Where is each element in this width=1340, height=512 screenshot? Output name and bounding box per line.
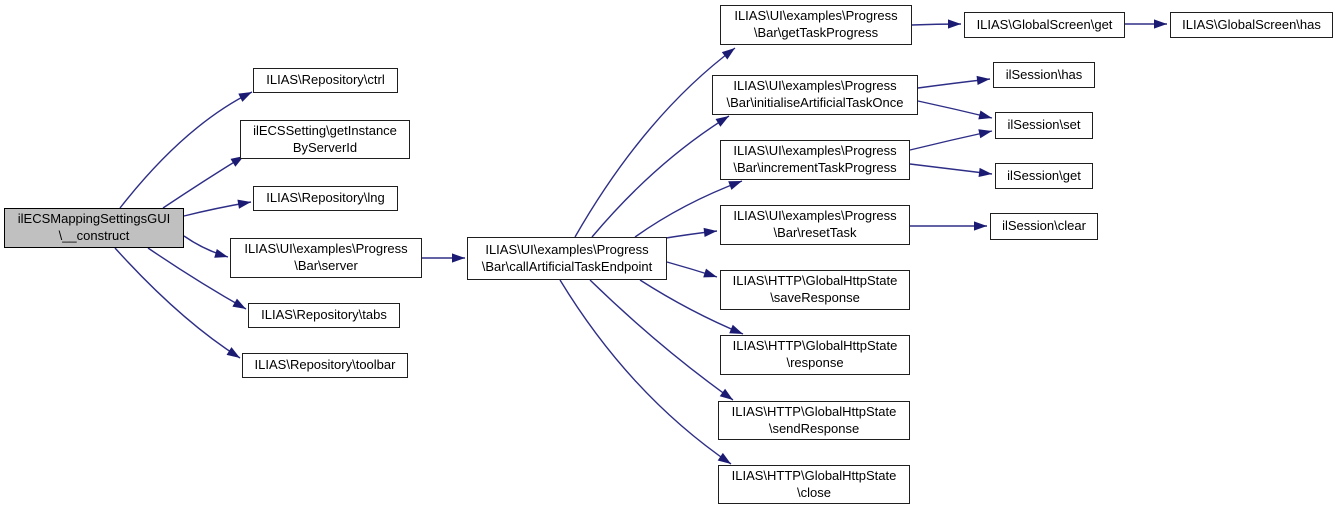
node-label-line: ILIAS\Repository\toolbar [254, 357, 396, 373]
node-label-line: ilSession\clear [1002, 218, 1086, 234]
graph-node-ctrl[interactable]: ILIAS\Repository\ctrl [253, 68, 398, 93]
node-label-line: \Bar\resetTask [773, 225, 857, 240]
arrowhead-initOnce-sessHas [976, 75, 990, 86]
node-label-line: ILIAS\UI\examples\Progress [733, 143, 897, 159]
arrowhead-server-callEndpoint [452, 253, 465, 263]
edge-construct-toolbar [114, 247, 241, 359]
edge-construct-getInst [162, 155, 245, 209]
node-label-line: ILIAS\HTTP\GlobalHttpState [732, 273, 898, 289]
node-label-line: ilSession\has [1005, 66, 1083, 82]
arrowhead-construct-tabs [232, 298, 246, 309]
node-label-line: ILIAS\GlobalScreen\has [1182, 16, 1321, 32]
node-label-line: \saveResponse [770, 290, 860, 305]
arrowhead-construct-lng [237, 199, 251, 209]
arrowhead-callEndpoint-increment [728, 181, 742, 190]
arrowhead-callEndpoint-getTask [721, 48, 735, 60]
graph-node-sessClear[interactable]: ilSession\clear [990, 213, 1098, 240]
arrowhead-initOnce-sessSet [978, 110, 992, 120]
edge-callEndpoint-sendResp [589, 279, 734, 401]
edge-callEndpoint-getTask [574, 47, 736, 238]
arrowhead-callEndpoint-saveResp [703, 268, 717, 278]
graph-node-lng[interactable]: ILIAS\Repository\lng [253, 186, 398, 211]
arrowhead-gsGet-gsHas [1154, 19, 1167, 29]
node-label-line: ilSession\set [1007, 117, 1081, 133]
node-label-line: ILIAS\HTTP\GlobalHttpState [732, 338, 898, 354]
edge-construct-ctrl [119, 91, 253, 209]
node-label-line: ilECSSetting\getInstance [253, 122, 397, 138]
graph-node-sessSet[interactable]: ilSession\set [995, 112, 1093, 139]
node-label-line: ILIAS\UI\examples\Progress [733, 208, 897, 224]
arrowhead-callEndpoint-resetTask [703, 227, 717, 238]
graph-node-close[interactable]: ILIAS\HTTP\GlobalHttpState\close [718, 465, 910, 504]
graph-node-sendResp[interactable]: ILIAS\HTTP\GlobalHttpState\sendResponse [718, 401, 910, 440]
arrowhead-resetTask-sessClear [974, 221, 987, 231]
arrowhead-construct-server [214, 248, 228, 258]
node-label-line: \__construct [58, 228, 130, 243]
node-label-line: \sendResponse [768, 420, 860, 436]
edge-callEndpoint-initOnce [591, 115, 730, 238]
graph-node-getTask[interactable]: ILIAS\UI\examples\Progress\Bar\getTaskPr… [720, 5, 912, 45]
node-label-line: \Bar\incrementTaskProgress [733, 160, 897, 175]
node-label-line: ILIAS\UI\examples\Progress [734, 8, 898, 24]
arrowhead-callEndpoint-response [729, 324, 743, 334]
graph-node-sessHas[interactable]: ilSession\has [993, 62, 1095, 88]
graph-node-gsHas[interactable]: ILIAS\GlobalScreen\has [1170, 12, 1333, 38]
graph-node-gsGet[interactable]: ILIAS\GlobalScreen\get [964, 12, 1125, 38]
graph-node-increment[interactable]: ILIAS\UI\examples\Progress\Bar\increment… [720, 140, 910, 180]
graph-node-response[interactable]: ILIAS\HTTP\GlobalHttpState\response [720, 335, 910, 375]
node-label-line: ilSession\get [1007, 167, 1081, 183]
node-label-line: ILIAS\UI\examples\Progress [244, 241, 408, 257]
edge-callEndpoint-close [559, 279, 732, 465]
node-label-line: \Bar\initialiseArtificialTaskOnce [726, 95, 904, 110]
node-label-line: ILIAS\GlobalScreen\get [976, 16, 1113, 32]
node-label-line: ILIAS\HTTP\GlobalHttpState [731, 403, 897, 419]
node-label-line: \Bar\server [294, 258, 358, 273]
node-label-line: ILIAS\Repository\ctrl [266, 72, 385, 88]
arrowhead-callEndpoint-sendResp [719, 388, 733, 400]
arrowhead-construct-ctrl [238, 92, 252, 102]
node-label-line: ilECSMappingSettingsGUI [17, 211, 171, 227]
arrowhead-increment-sessSet [978, 129, 992, 139]
graph-node-saveResp[interactable]: ILIAS\HTTP\GlobalHttpState\saveResponse [720, 270, 910, 310]
arrowhead-callEndpoint-close [717, 452, 731, 464]
node-label-line: ILIAS\UI\examples\Progress [733, 78, 897, 94]
node-label-line: ILIAS\Repository\lng [266, 190, 385, 206]
arrowhead-increment-sessGet [978, 167, 992, 177]
graph-node-server[interactable]: ILIAS\UI\examples\Progress\Bar\server [230, 238, 422, 278]
arrowhead-getTask-gsGet [948, 19, 961, 29]
graph-node-sessGet[interactable]: ilSession\get [995, 163, 1093, 189]
node-label-line: \response [786, 355, 844, 370]
graph-node-resetTask[interactable]: ILIAS\UI\examples\Progress\Bar\resetTask [720, 205, 910, 245]
node-label-line: \Bar\getTaskProgress [753, 25, 879, 40]
node-label-line: ByServerId [292, 139, 358, 155]
arrowhead-construct-toolbar [226, 347, 240, 358]
node-label-line: ILIAS\Repository\tabs [261, 307, 387, 323]
node-label-line: ILIAS\HTTP\GlobalHttpState [731, 467, 897, 483]
edge-callEndpoint-increment [634, 180, 743, 238]
graph-node-construct: ilECSMappingSettingsGUI\__construct [4, 208, 184, 248]
arrowhead-callEndpoint-initOnce [715, 116, 729, 127]
graph-node-callEndpoint[interactable]: ILIAS\UI\examples\Progress\Bar\callArtif… [467, 237, 667, 280]
node-label-line: ILIAS\UI\examples\Progress [485, 241, 649, 257]
node-label-line: \Bar\callArtificialTaskEndpoint [481, 258, 653, 274]
node-label-line: \close [797, 484, 831, 500]
graph-node-initOnce[interactable]: ILIAS\UI\examples\Progress\Bar\initialis… [712, 75, 918, 115]
graph-node-toolbar[interactable]: ILIAS\Repository\toolbar [242, 353, 408, 378]
graph-node-tabs[interactable]: ILIAS\Repository\tabs [248, 303, 400, 328]
